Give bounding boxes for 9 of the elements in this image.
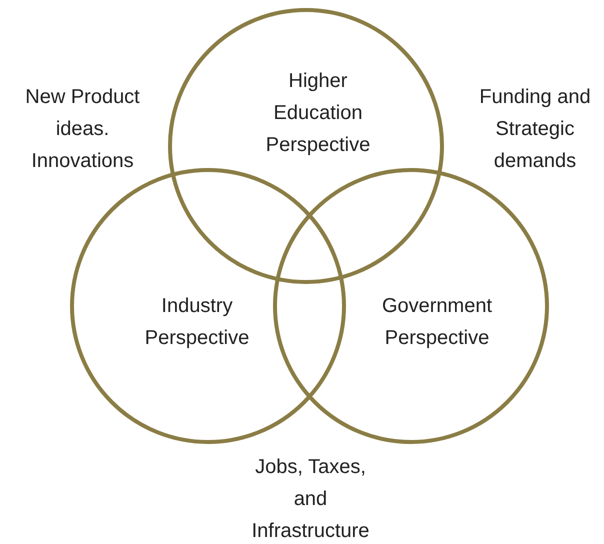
annotation-text: Jobs, Taxes, and Infrastructure	[250, 455, 370, 544]
annotation-text: New Product ideas. Innovations	[24, 85, 141, 174]
circle-label: Government Perspective	[380, 294, 494, 351]
annotation-text: Funding and Strategic demands	[478, 85, 592, 174]
circle-label: Higher Education Perspective	[264, 69, 372, 158]
venn-circle	[70, 168, 346, 444]
venn-circle	[168, 8, 444, 284]
circle-label: Industry Perspective	[144, 294, 250, 351]
venn-circle	[273, 168, 549, 444]
